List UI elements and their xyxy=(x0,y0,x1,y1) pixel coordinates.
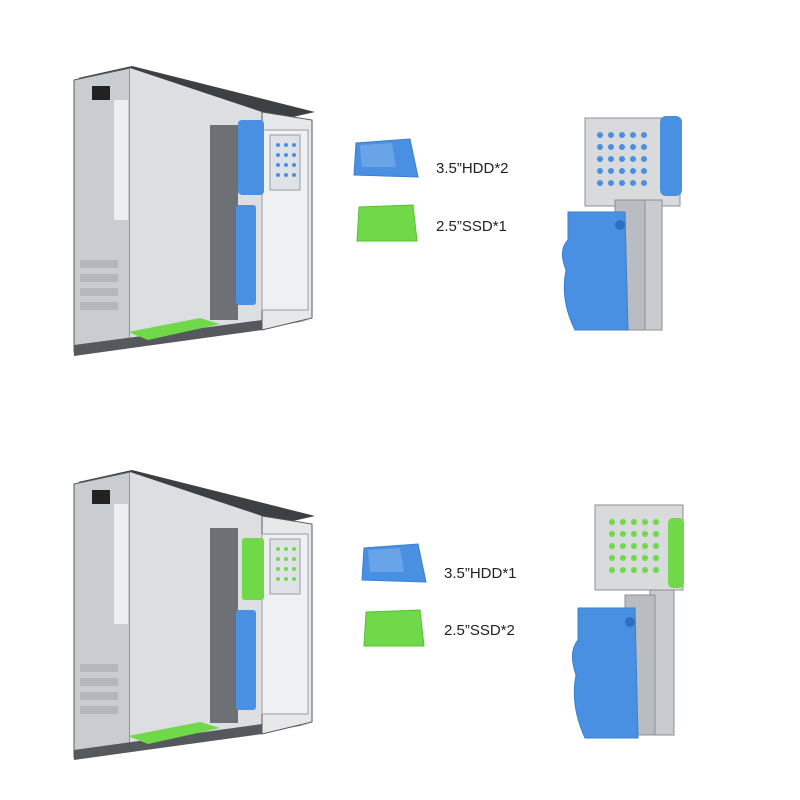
pc-case-illustration xyxy=(73,66,315,356)
pc-case-illustration xyxy=(73,470,315,760)
drive-cage-illustration xyxy=(562,116,682,331)
config-2-illustration xyxy=(73,470,684,760)
ssd-swatch-icon xyxy=(355,203,419,245)
config-1-illustration xyxy=(73,66,682,356)
drive-cage-illustration xyxy=(572,504,684,739)
hdd-swatch-icon xyxy=(360,542,428,586)
hdd-label: 3.5”HDD*1 xyxy=(444,565,517,582)
config-2-panel: 3.5”HDD*1 2.5”SSD*2 xyxy=(0,400,800,800)
config-1-panel: 3.5”HDD*2 2.5”SSD*1 xyxy=(73,66,682,356)
ssd-label: 2.5”SSD*1 xyxy=(436,218,507,235)
hdd-label: 3.5”HDD*2 xyxy=(436,160,509,177)
ssd-swatch-icon xyxy=(362,608,426,650)
ssd-label: 2.5”SSD*2 xyxy=(444,622,515,639)
hdd-swatch-icon xyxy=(352,137,420,181)
